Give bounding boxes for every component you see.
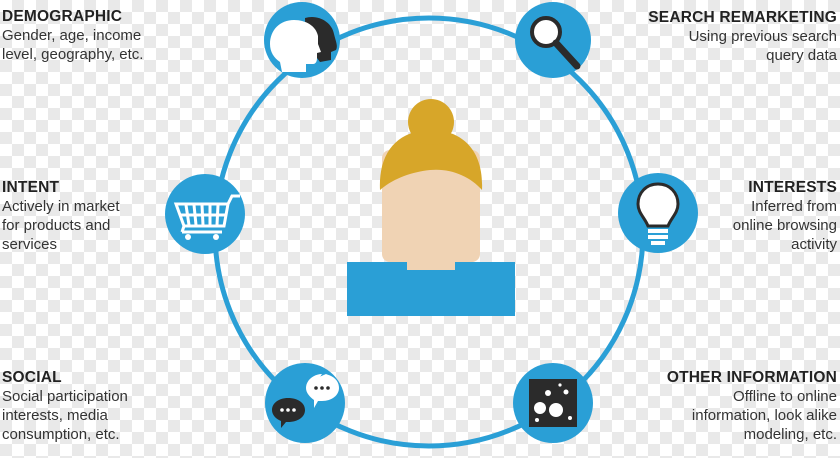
social-desc: Social participation interests, media co… <box>2 388 128 443</box>
intent-title: INTENT <box>2 179 60 196</box>
interests-desc: Inferred from online browsing activity <box>732 198 837 253</box>
other-desc: Offline to online information, look alik… <box>691 388 837 443</box>
interests-title: INTERESTS <box>748 179 837 196</box>
shopping-cart-icon <box>173 194 240 234</box>
intent-desc: Actively in market for products and serv… <box>2 198 120 253</box>
label-social: SOCIAL Social participation interests, m… <box>2 368 207 444</box>
magnifier-icon <box>530 16 581 70</box>
chat-bubbles-icon <box>272 374 339 428</box>
user-face <box>382 150 480 262</box>
user-hair <box>379 130 483 190</box>
user-figure <box>347 99 515 316</box>
search-desc: Using previous search query data <box>688 28 837 64</box>
label-other: OTHER INFORMATION Offline to online info… <box>617 368 837 444</box>
intent-node <box>165 174 245 254</box>
head-profile-icon <box>270 16 337 72</box>
user-shirt <box>347 262 515 316</box>
label-search: SEARCH REMARKETING Using previous search… <box>607 8 837 65</box>
demographic-node <box>264 2 340 78</box>
lightbulb-icon <box>636 182 680 245</box>
search-node <box>515 2 591 78</box>
label-intent: INTENT Actively in market for products a… <box>2 178 207 254</box>
other-title: OTHER INFORMATION <box>666 369 837 386</box>
social-node <box>265 363 345 443</box>
search-title: SEARCH REMARKETING <box>648 9 837 26</box>
label-interests: INTERESTS Inferred from online browsing … <box>632 178 837 254</box>
user-hair-bun <box>408 99 454 145</box>
demographic-title: DEMOGRAPHIC <box>2 8 123 25</box>
social-title: SOCIAL <box>2 369 62 386</box>
data-cube-icon <box>529 379 577 427</box>
other-node <box>513 363 593 443</box>
label-demographic: DEMOGRAPHIC Gender, age, income level, g… <box>2 7 207 64</box>
interests-node <box>618 173 698 253</box>
demographic-desc: Gender, age, income level, geography, et… <box>2 27 144 63</box>
